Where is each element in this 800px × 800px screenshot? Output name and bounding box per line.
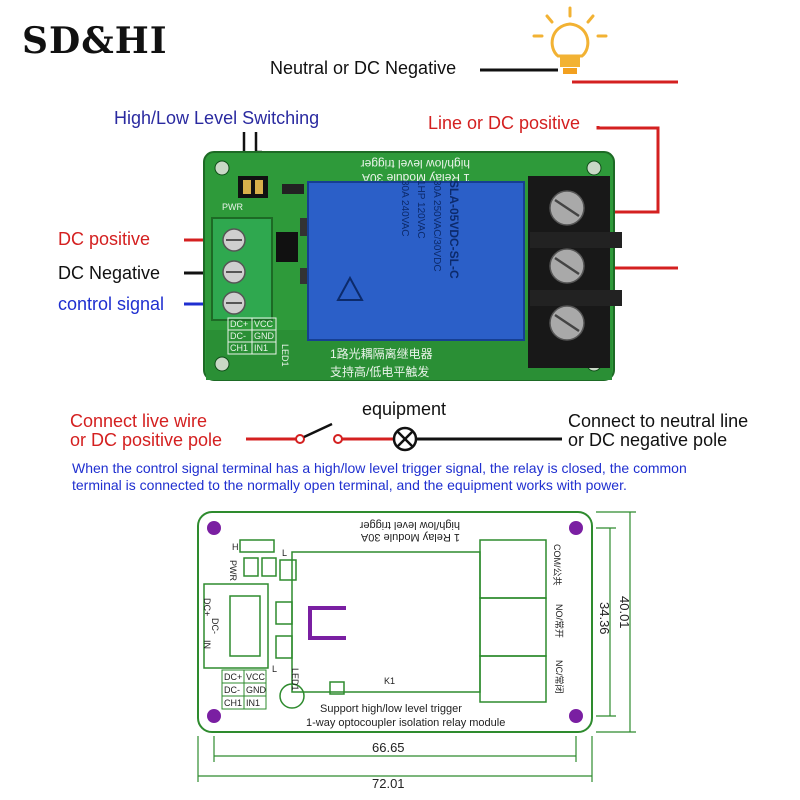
silk-pwr: PWR [222,202,243,212]
svg-text:K1: K1 [384,676,395,686]
dim-34-36: 34.36 [597,602,612,635]
svg-text:H: H [232,542,239,552]
jumper-header [238,176,268,198]
mount-hole [207,521,221,535]
mount-hole [207,709,221,723]
live-wire-label-1: Connect live wire [70,411,208,431]
svg-text:PWR: PWR [228,560,238,581]
neutral-line-label-1: Connect to neutral line [568,411,749,431]
svg-text:DC-: DC- [224,685,240,695]
optocoupler-chip [276,232,298,262]
wire-line-top [572,80,678,214]
coil-symbol [308,606,346,640]
control-signal-label: control signal [58,294,165,314]
light-bulb-icon [532,6,608,74]
svg-text:DC+: DC+ [202,598,212,616]
dim-66-65: 66.65 [372,740,405,755]
drawing-support-text: Support high/low level trigger [320,703,462,715]
mount-hole [569,709,583,723]
dc-positive-label: DC positive [58,229,151,249]
dim-40-01: 40.01 [617,596,632,629]
svg-text:GND: GND [254,331,275,341]
svg-text:L: L [272,664,277,674]
relay-component [307,181,525,341]
svg-text:L: L [282,548,287,558]
svg-text:CH1: CH1 [224,698,242,708]
drawing-title-2: high/low level trigger [359,519,460,531]
relay-brand: SLA-05VDC-SL-C [447,180,461,279]
svg-text:IN: IN [202,640,212,649]
brand-logo: SD&HI [22,20,168,62]
svg-text:NC/常闭: NC/常闭 [554,660,565,694]
silk-cn-1: 1路光耦隔离继电器 [330,346,433,361]
svg-text:LED1: LED1 [290,668,300,691]
equipment-label: equipment [362,399,447,419]
line-dc-positive-label: Line or DC positive [428,113,581,133]
dc-negative-label: DC Negative [58,263,161,283]
high-low-switching-label: High/Low Level Switching [114,108,320,128]
svg-text:VCC: VCC [246,672,266,682]
svg-text:30A 240VAC: 30A 240VAC [399,180,410,237]
svg-text:LED1: LED1 [280,344,290,367]
switch-lever-icon [303,422,333,439]
wiring-schematic [246,422,562,452]
svg-text:GND: GND [246,685,267,695]
live-wire-label-2: or DC positive pole [70,430,223,450]
neutral-dc-negative-label: Neutral or DC Negative [270,58,457,78]
svg-text:IN1: IN1 [246,698,260,708]
switch-contact-icon [295,434,305,444]
description-line-1: When the control signal terminal has a h… [72,460,687,476]
svg-text:DC-: DC- [210,618,220,634]
silk-cn-2: 支持高/低电平触发 [330,364,429,379]
svg-text:30A 250VAC/30VDC: 30A 250VAC/30VDC [431,180,442,272]
dimension-drawing: DC+ DC- CH1 VCC GND IN1 1 Relay Module 3… [197,511,636,791]
silk-title-2: high/low level trigger [361,157,470,171]
drawing-module-desc: 1-way optocoupler isolation relay module [306,717,505,729]
description-line-2: terminal is connected to the normally op… [72,477,627,493]
mount-hole [569,521,583,535]
svg-text:DC+: DC+ [224,672,242,682]
svg-text:IN1: IN1 [254,343,268,353]
dim-72-01: 72.01 [372,776,405,791]
svg-text:DC-: DC- [230,331,246,341]
svg-text:VCC: VCC [254,319,274,329]
drawing-title-1: 1 Relay Module 30A [360,531,460,543]
svg-text:COM/公共: COM/公共 [552,544,562,586]
relay-board-illustration: 1 Relay Module 30A high/low level trigge… [184,68,678,381]
svg-text:NO/常开: NO/常开 [554,604,565,638]
neutral-line-label-2: or DC negative pole [568,430,728,450]
svg-text:DC+: DC+ [230,319,248,329]
svg-text:1HP 120VAC: 1HP 120VAC [415,180,426,239]
svg-text:CH1: CH1 [230,343,248,353]
